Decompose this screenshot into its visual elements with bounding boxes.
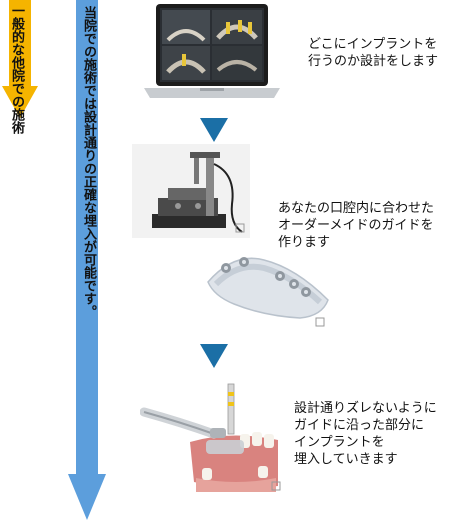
- our-clinic-arrow: [68, 0, 106, 520]
- design-software-image: [142, 2, 282, 106]
- guide-fabrication-machine-image: [132, 144, 250, 238]
- custom-surgical-guide-image: [204, 246, 334, 330]
- implant-placement-image: [139, 382, 282, 494]
- step-3-caption: 設計通りズレないように ガイドに沿った部分に インプラントを 埋入していきます: [294, 401, 437, 467]
- step-arrow-2: [200, 344, 228, 368]
- our-clinic-label: 当院での施術では設計通りの正確な埋入が可能です。: [81, 6, 96, 318]
- step-arrow-1: [200, 118, 228, 142]
- general-clinic-label: 一般的な他院での施術: [9, 4, 24, 134]
- step-2-caption: あなたの口腔内に合わせた オーダーメイドのガイドを 作ります: [278, 201, 435, 250]
- general-clinic-arrow: [2, 0, 38, 118]
- step-1-caption: どこにインプラントを 行うのか設計をします: [308, 37, 439, 69]
